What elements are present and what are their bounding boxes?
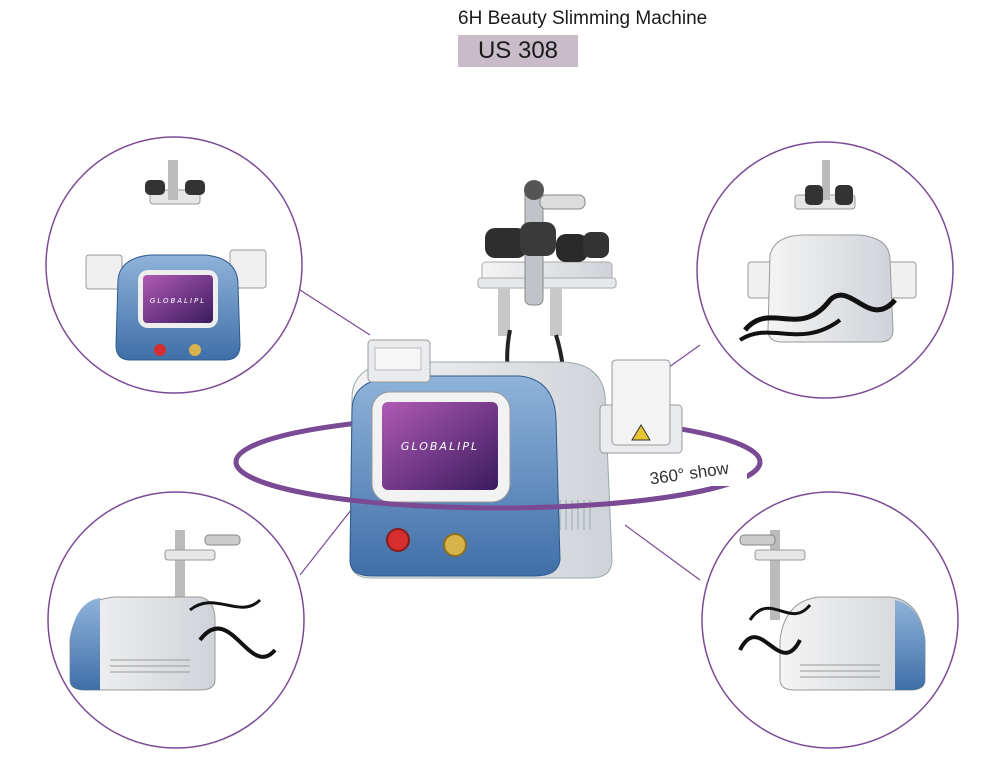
view-circle-left-side bbox=[47, 491, 305, 749]
screen-brand: GLOBALIPL bbox=[401, 440, 479, 453]
screen-brand-small: GLOBALIPL bbox=[150, 297, 206, 305]
model-badge: US 308 bbox=[458, 35, 578, 67]
connector-line bbox=[299, 504, 356, 576]
key-switch bbox=[443, 533, 467, 557]
view-circle-front: GLOBALIPL bbox=[45, 136, 303, 394]
main-machine: GLOBALIPL bbox=[349, 180, 683, 579]
view-circle-back bbox=[696, 141, 954, 399]
view-circle-right-side bbox=[701, 491, 959, 749]
power-button bbox=[386, 528, 410, 552]
connector-line bbox=[299, 289, 371, 336]
connector-line bbox=[624, 524, 701, 581]
product-title: 6H Beauty Slimming Machine bbox=[458, 8, 708, 29]
